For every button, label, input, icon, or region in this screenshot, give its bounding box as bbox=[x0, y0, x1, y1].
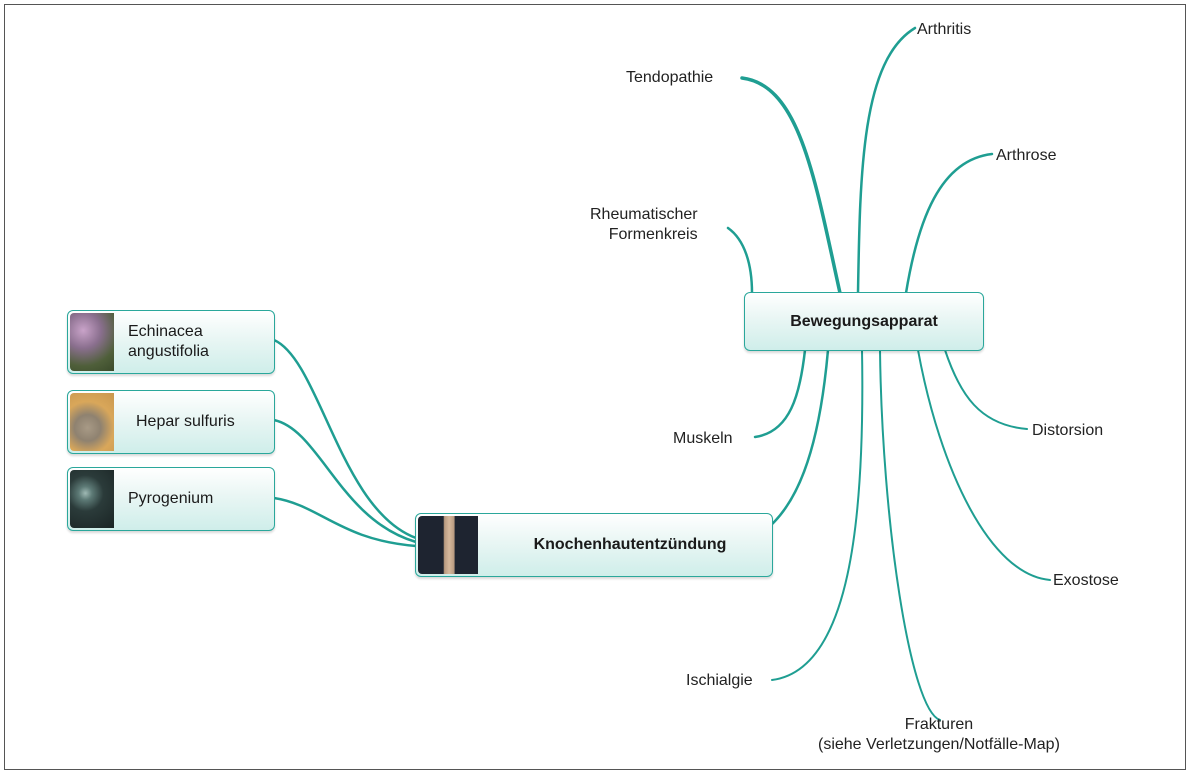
link-tendopathie bbox=[740, 76, 842, 295]
branch-frakturen: Frakturen (siehe Verletzungen/Notfälle-M… bbox=[818, 716, 1060, 753]
link-ischialgie bbox=[771, 349, 864, 681]
remedy-node-pyrogenium[interactable]: Pyrogenium bbox=[67, 467, 275, 531]
branch-arthritis: Arthritis bbox=[917, 21, 972, 38]
knochenhaut-node[interactable]: Knochenhautentzündung bbox=[415, 513, 773, 577]
branch-exostose: Exostose bbox=[1053, 572, 1119, 589]
branch-tendopathie: Tendopathie bbox=[626, 69, 714, 86]
link-muskeln bbox=[753, 348, 807, 439]
hepar-sulfuris-image bbox=[70, 393, 114, 451]
branch-arthrose: Arthrose bbox=[996, 147, 1057, 164]
echinacea-image bbox=[70, 313, 114, 371]
branch-muskeln: Muskeln bbox=[673, 430, 733, 447]
knochenhaut-node-label: Knochenhautentzündung bbox=[533, 536, 727, 553]
link-arthrose bbox=[904, 152, 994, 295]
branch-ischialgie: Ischialgie bbox=[686, 672, 753, 689]
central-node[interactable]: Bewegungsapparat bbox=[744, 292, 984, 351]
bone-image bbox=[418, 516, 478, 574]
remedy-label-echinacea: Echinacea angustifolia bbox=[128, 323, 209, 360]
link-hepar bbox=[272, 418, 418, 544]
link-distorsion bbox=[944, 349, 1028, 430]
diagram-frame bbox=[4, 4, 1186, 770]
link-pyrogenium bbox=[272, 496, 418, 548]
link-arthritis bbox=[856, 26, 917, 295]
link-rheumatischer bbox=[726, 226, 754, 295]
link-echinacea bbox=[272, 338, 418, 540]
pyrogenium-image bbox=[70, 470, 114, 528]
link-frakturen bbox=[879, 349, 941, 721]
branch-rheumatischer-formenkreis: Rheumatischer Formenkreis bbox=[590, 206, 698, 243]
remedy-node-hepar[interactable]: Hepar sulfuris bbox=[67, 390, 275, 454]
central-node-label: Bewegungsapparat bbox=[790, 312, 938, 330]
branch-distorsion: Distorsion bbox=[1032, 422, 1104, 439]
link-exostose bbox=[917, 349, 1051, 581]
remedy-label-pyrogenium: Pyrogenium bbox=[128, 490, 214, 507]
remedy-label-hepar: Hepar sulfuris bbox=[136, 413, 235, 430]
remedy-node-echinacea[interactable]: Echinacea angustifolia bbox=[67, 310, 275, 374]
